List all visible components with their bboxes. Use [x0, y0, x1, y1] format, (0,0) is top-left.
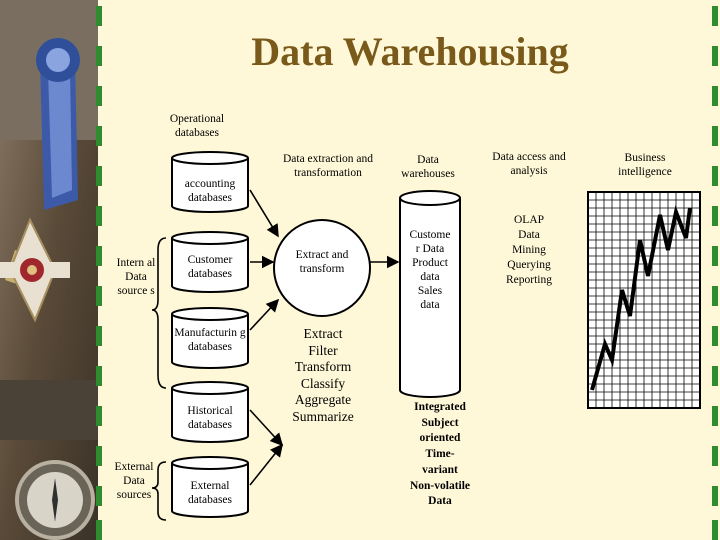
- process-step: Classify: [300, 375, 346, 391]
- data-warehouse-cylinder: [399, 190, 461, 398]
- warehouse-contents: Custome r Data Product data Sales data: [402, 228, 458, 312]
- analysis-tool: OLAP: [513, 214, 545, 226]
- internal-sources-brace: [151, 237, 167, 389]
- process-step: Aggregate: [294, 392, 352, 407]
- historical-db-label: Historical databases: [187, 405, 233, 431]
- warehouse-content-line: data: [420, 271, 440, 283]
- external-db-label: External databases: [187, 480, 233, 506]
- header-extraction: Data extraction and transformation: [282, 153, 374, 179]
- external-sources-brace: [151, 461, 167, 521]
- warehouse-trait: Time-: [425, 448, 455, 461]
- customer-database-cylinder: [171, 231, 249, 293]
- accounting-db-label: accounting databases: [184, 178, 236, 204]
- external-sources-label: External Data sources: [114, 461, 154, 501]
- header-bi: Business intelligence: [618, 152, 672, 178]
- medals-photo: [0, 0, 98, 540]
- process-step: Extract: [303, 326, 343, 341]
- warehouse-content-line: r Data: [415, 243, 445, 255]
- flow-arrows: [249, 189, 400, 486]
- warehouse-content-line: Sales: [417, 285, 443, 297]
- manufacturing-database-cylinder: [171, 307, 249, 369]
- warehouse-trait: Integrated: [414, 401, 466, 413]
- process-step: Filter: [308, 342, 338, 358]
- process-step: Summarize: [292, 408, 354, 424]
- customer-db-label: Customer databases: [187, 254, 233, 280]
- analysis-tool: Querying: [507, 259, 551, 271]
- process-step: Transform: [294, 359, 352, 374]
- process-steps: Extract Filter Transform Classify Aggreg…: [278, 326, 368, 425]
- extract-transform-label: Extract and transform: [295, 249, 349, 275]
- slide-title: Data Warehousing: [251, 29, 569, 74]
- analysis-tool: Data: [518, 229, 540, 241]
- warehouse-content-line: Custome: [409, 229, 451, 241]
- warehouse-trait: oriented: [419, 432, 461, 445]
- internal-sources-label: Intern al Data source s: [116, 257, 156, 297]
- header-access: Data access and analysis: [492, 151, 566, 177]
- analysis-tool: Reporting: [506, 274, 552, 286]
- bi-chart: [587, 191, 701, 409]
- historical-database-cylinder: [171, 381, 249, 443]
- analysis-tools: OLAP Data Mining Querying Reporting: [494, 213, 564, 288]
- header-operational: Operational databases: [169, 113, 225, 139]
- warehouse-content-line: data: [420, 299, 440, 311]
- header-warehouses: Data warehouses: [401, 154, 455, 180]
- warehouse-content-line: Product: [412, 257, 448, 269]
- analysis-tool: Mining: [512, 244, 546, 256]
- warehouse-trait: Subject: [421, 416, 459, 429]
- warehouse-traits: Integrated Subject oriented Time- varian…: [396, 400, 484, 510]
- warehouse-trait: variant: [422, 463, 458, 476]
- warehouse-trait: Non-volatile: [409, 479, 471, 492]
- external-database-cylinder: [171, 456, 249, 518]
- warehouse-trait: Data: [428, 495, 452, 508]
- accounting-database-cylinder: [171, 151, 249, 213]
- manufacturing-db-label: Manufacturin g databases: [174, 327, 246, 353]
